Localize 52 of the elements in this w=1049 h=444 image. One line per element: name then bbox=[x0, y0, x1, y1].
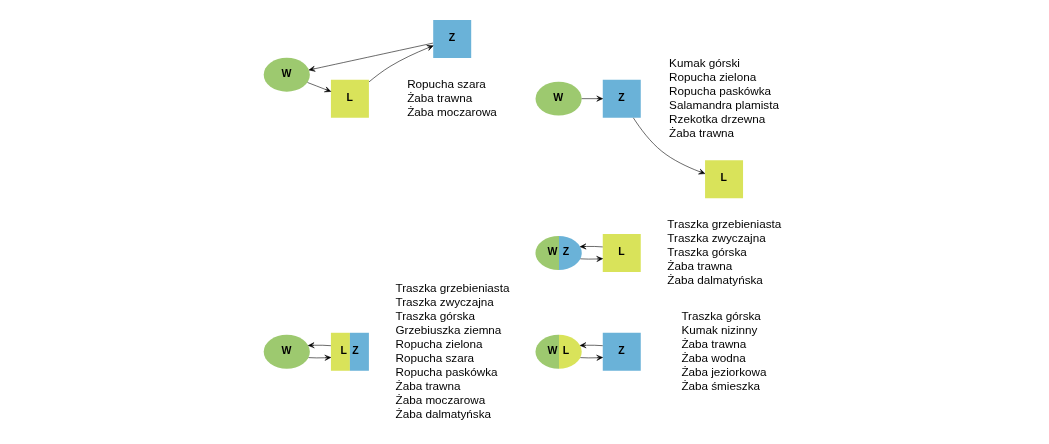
label: Żaba trawna bbox=[666, 258, 732, 272]
label: Żaba wodna bbox=[680, 350, 746, 364]
label: Ropucha paskówka bbox=[395, 364, 498, 378]
label: Żaba moczarowa bbox=[395, 392, 485, 406]
label: Żaba trawna bbox=[395, 378, 460, 392]
arrow bbox=[308, 42, 433, 72]
label: Żaba jeziorkowa bbox=[680, 364, 766, 378]
arrow bbox=[579, 354, 603, 361]
label: Traszka górska bbox=[680, 308, 761, 322]
label: Ropucha zielona bbox=[395, 336, 483, 350]
label: Żaba dalmatyńska bbox=[395, 406, 491, 420]
label: Kumak górski bbox=[668, 55, 740, 69]
label: Ropucha paskówka bbox=[668, 83, 771, 97]
label: Ropucha zielona bbox=[668, 69, 756, 83]
node-ellipse: W bbox=[263, 57, 310, 92]
arrow bbox=[632, 117, 705, 175]
node-ellipse: W bbox=[535, 81, 582, 116]
label: Traszka zwyczajna bbox=[395, 294, 494, 308]
label: Salamandra plamista bbox=[668, 97, 779, 111]
label: Żaba trawna bbox=[668, 125, 734, 139]
node-box: Z bbox=[432, 20, 471, 59]
label: Żaba moczarowa bbox=[406, 104, 497, 118]
node-ellipse: W bbox=[263, 334, 310, 369]
label: Żaba trawna bbox=[406, 90, 472, 104]
label: Rzekotka drzewna bbox=[668, 111, 765, 125]
arrow bbox=[579, 342, 603, 349]
label: Grzebiuszka ziemna bbox=[395, 322, 501, 336]
label: Żaba trawna bbox=[680, 336, 746, 350]
label: Traszka górska bbox=[395, 308, 475, 322]
label: Żaba śmieszka bbox=[680, 378, 760, 392]
label: Traszka grzebieniasta bbox=[666, 216, 781, 230]
arrow bbox=[580, 95, 603, 102]
arrow bbox=[306, 82, 331, 93]
node-box: Z bbox=[602, 332, 641, 371]
arrow bbox=[579, 243, 603, 250]
arrow bbox=[307, 354, 331, 361]
arrow bbox=[579, 256, 603, 262]
label: Ropucha szara bbox=[395, 350, 474, 364]
node-box: Z bbox=[602, 79, 641, 118]
arrow bbox=[368, 45, 433, 83]
arrow bbox=[307, 342, 331, 349]
label: Traszka grzebieniasta bbox=[395, 280, 509, 294]
node-ellipse: W L bbox=[534, 334, 582, 369]
node-box: L bbox=[330, 79, 369, 118]
label: Kumak nizinny bbox=[680, 322, 757, 336]
node-box: L bbox=[704, 160, 743, 199]
node-box: L bbox=[602, 234, 641, 272]
label: Traszka górska bbox=[666, 244, 747, 258]
node-ellipse: W Z bbox=[534, 236, 582, 270]
label: Żaba dalmatyńska bbox=[666, 272, 763, 286]
label: Traszka zwyczajna bbox=[666, 230, 766, 244]
label: Ropucha szara bbox=[406, 76, 486, 90]
